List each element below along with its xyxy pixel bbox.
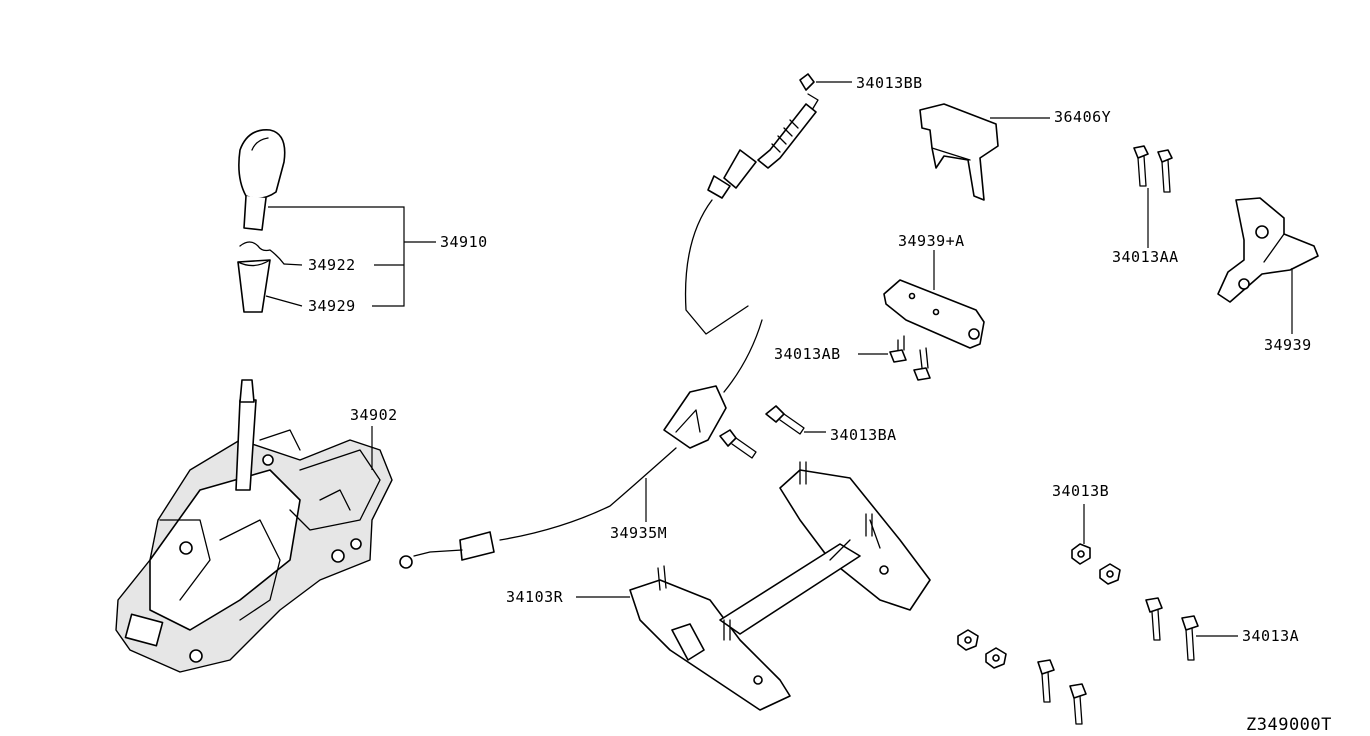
label-34013BB: 34013BB — [856, 74, 923, 92]
label-34929: 34929 — [308, 297, 356, 315]
label-34013A: 34013A — [1242, 627, 1299, 645]
label-34939: 34939 — [1264, 336, 1312, 354]
leader-34910 — [265, 206, 436, 307]
label-34922: 34922 — [308, 256, 356, 274]
bracket-34939A-part[interactable] — [883, 279, 985, 349]
bolt-34013AA-part[interactable] — [1133, 145, 1173, 193]
label-34013B: 34013B — [1052, 482, 1109, 500]
boot-part[interactable] — [237, 259, 271, 313]
heat-shield-part[interactable] — [919, 103, 999, 201]
mount-bracket-part[interactable] — [629, 461, 931, 711]
label-34013AA: 34013AA — [1112, 248, 1179, 266]
bolt-34013BA-part[interactable] — [719, 405, 805, 459]
shifter-assembly-part[interactable] — [115, 379, 393, 673]
figure-id: Z349000T — [1246, 715, 1332, 735]
label-34935M: 34935M — [610, 524, 667, 542]
control-cable-part[interactable] — [399, 73, 819, 569]
label-34910: 34910 — [440, 233, 488, 251]
retainer-clip-part[interactable] — [239, 241, 285, 265]
shift-knob-part[interactable] — [238, 129, 286, 231]
label-34939A: 34939+A — [898, 232, 965, 250]
nut-34013B-part[interactable] — [957, 543, 1121, 669]
label-36406Y: 36406Y — [1054, 108, 1111, 126]
bolt-34013A-part[interactable] — [1037, 597, 1199, 725]
label-34013AB: 34013AB — [774, 345, 841, 363]
label-34013BA: 34013BA — [830, 426, 897, 444]
label-34103R: 34103R — [506, 588, 564, 606]
bracket-34939-part[interactable] — [1217, 197, 1319, 303]
label-34902: 34902 — [350, 406, 398, 424]
bolt-34013AB-part[interactable] — [889, 335, 931, 381]
